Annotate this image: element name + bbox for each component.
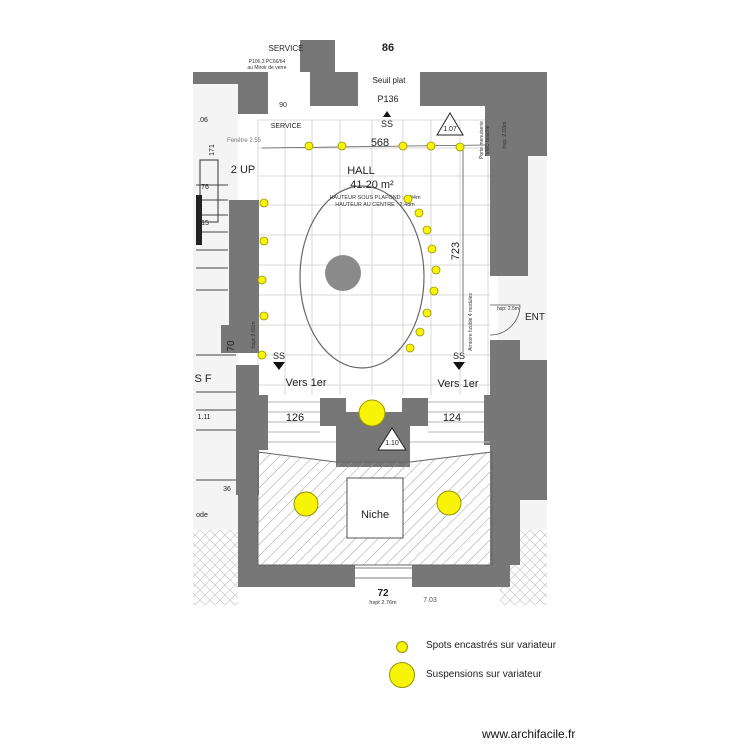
spot-lights — [257, 141, 465, 360]
ceiling-ellipse — [299, 185, 425, 369]
spot-light — [337, 141, 347, 151]
dim-126: 126 — [286, 412, 304, 424]
ss-left: SS — [273, 351, 285, 361]
seuil-plat: Seuil plat — [373, 76, 407, 85]
marker-110-triangle — [377, 427, 407, 451]
ss-right-arrow — [453, 362, 465, 370]
small-hsp-r: hsp: 2.03m — [502, 121, 508, 149]
small-106: .06 — [198, 117, 208, 124]
marker-107: 1.07 — [443, 126, 457, 133]
spot-light — [422, 225, 432, 235]
ss-left-arrow — [273, 362, 285, 370]
spot-light — [403, 194, 413, 204]
suspension-lights — [293, 399, 462, 517]
ceiling-height: HAUTEUR SOUS PLAFOND : 2.84m — [329, 195, 420, 201]
room-703: 7.03 — [423, 597, 437, 604]
niche-label: Niche — [361, 509, 389, 521]
suspension-light — [358, 399, 386, 427]
entry-label: ENT — [525, 312, 545, 323]
small-111: 1.11 — [197, 414, 210, 421]
spot-light — [431, 265, 441, 275]
small-76: 76 — [201, 184, 209, 191]
spot-light — [257, 350, 267, 360]
stairs-left — [268, 401, 336, 443]
bottom-door — [355, 567, 412, 579]
spot-light — [259, 236, 269, 246]
spot-light — [422, 308, 432, 318]
spot-light — [427, 244, 437, 254]
room-72: 72 — [377, 588, 389, 599]
central-pendant — [325, 255, 361, 291]
bottom-left-hatch — [193, 530, 238, 605]
dim-124: 124 — [443, 412, 461, 424]
entry-door-swing — [489, 304, 521, 336]
sf-label: S F — [194, 373, 211, 385]
small-36: 36 — [223, 486, 231, 493]
dim-90: 90 — [279, 102, 287, 109]
spot-light — [426, 141, 436, 151]
room-72-h: hspt 2.76m — [369, 600, 397, 606]
spot-light — [429, 286, 439, 296]
legend-spot-icon — [396, 641, 408, 653]
niche-box — [346, 477, 404, 539]
small-armoire: Armoire fusible 4 modules — [468, 293, 474, 351]
spot-light — [259, 198, 269, 208]
spot-light — [455, 142, 465, 152]
service-inner: SERVICE — [271, 123, 302, 130]
dim-top: 568 — [371, 137, 389, 149]
small-hspt: hspt 2.02m — [251, 321, 257, 349]
spot-light — [257, 275, 267, 285]
legend-spot-label: Spots encastrés sur variateur — [426, 640, 557, 651]
small-ode: ode — [196, 512, 208, 519]
two-up: 2 UP — [231, 164, 255, 176]
small-15: 15 — [201, 220, 209, 227]
small-fenetre: Fenêtre 2.55 — [227, 138, 262, 144]
ss-top: SS — [381, 119, 393, 129]
ss-right: SS — [453, 351, 465, 361]
dim-70: 70 — [226, 340, 237, 352]
small-porte: Porte menuiserie — [479, 121, 485, 159]
spot-light — [415, 327, 425, 337]
small-vmc: VMC bouche — [485, 125, 491, 154]
service-top: SERVICE — [269, 44, 304, 53]
legend-suspension-icon — [389, 662, 415, 688]
marker-107-triangle — [436, 112, 464, 136]
vers-left: Vers 1er — [286, 377, 327, 389]
small-miroir: au Miroir de verre — [247, 65, 286, 71]
dim-right: 723 — [450, 242, 462, 260]
room-area: 41.20 m² — [350, 179, 394, 191]
small-171: 171 — [209, 144, 216, 156]
watermark: www.archifacile.fr — [482, 727, 576, 741]
suspension-light — [293, 491, 319, 517]
small-hsp-b: hsp: 2.5m — [497, 306, 519, 312]
small-p1063: P106,3 PC66/64 — [249, 59, 286, 65]
room-86: 86 — [382, 42, 394, 54]
legend-suspension-label: Suspensions sur variateur — [426, 669, 542, 680]
spot-light — [398, 141, 408, 151]
ss-top-arrow — [383, 111, 391, 117]
vers-right: Vers 1er — [438, 378, 479, 390]
suspension-light — [436, 490, 462, 516]
p136: P136 — [377, 94, 398, 104]
room-name: HALL — [347, 165, 375, 177]
stairs-right — [410, 401, 490, 443]
left-fixture — [199, 159, 219, 223]
marker-110: 1.10 — [385, 440, 399, 447]
spot-light — [414, 208, 424, 218]
dim-top-line — [261, 144, 486, 149]
spot-light — [259, 311, 269, 321]
left-dark-strip — [196, 195, 202, 245]
ceiling-height-center: HAUTEUR AU CENTRE : 2.48m — [335, 202, 415, 208]
spot-light — [304, 141, 314, 151]
spot-light — [405, 343, 415, 353]
